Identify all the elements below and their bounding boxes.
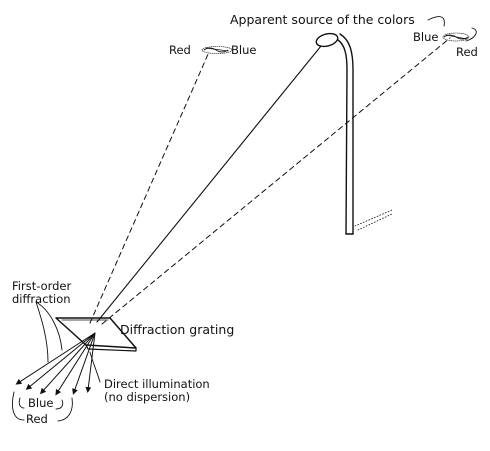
color-smudge-left [201,46,233,54]
red-left-label: Red [169,43,191,57]
diffraction-grating [55,317,137,352]
light-rays [89,37,451,325]
first-order-label-line2: diffraction [12,292,71,306]
red-bottom-label: Red [26,412,48,426]
blue-right-label: Blue [413,30,438,44]
diffracted-rays [15,332,96,396]
color-smudge-right [442,32,470,42]
apparent-ray-left [89,51,210,324]
blue-bottom-label: Blue [28,396,53,410]
lamp-head [315,32,339,48]
direct-illumination-label-line2: (no dispersion) [104,390,190,404]
first-order-label-line1: First-order [12,279,72,293]
leader-lines [12,16,477,422]
street-lamp [315,32,393,235]
incident-ray [96,45,322,323]
red-right-label: Red [456,45,478,59]
diffraction-grating-label: Diffraction grating [120,322,234,337]
apparent-source-label: Apparent source of the colors [230,12,415,27]
direct-illumination-label-line1: Direct illumination [104,377,210,391]
apparent-ray-right [101,37,451,325]
blue-left-label: Blue [231,43,256,57]
